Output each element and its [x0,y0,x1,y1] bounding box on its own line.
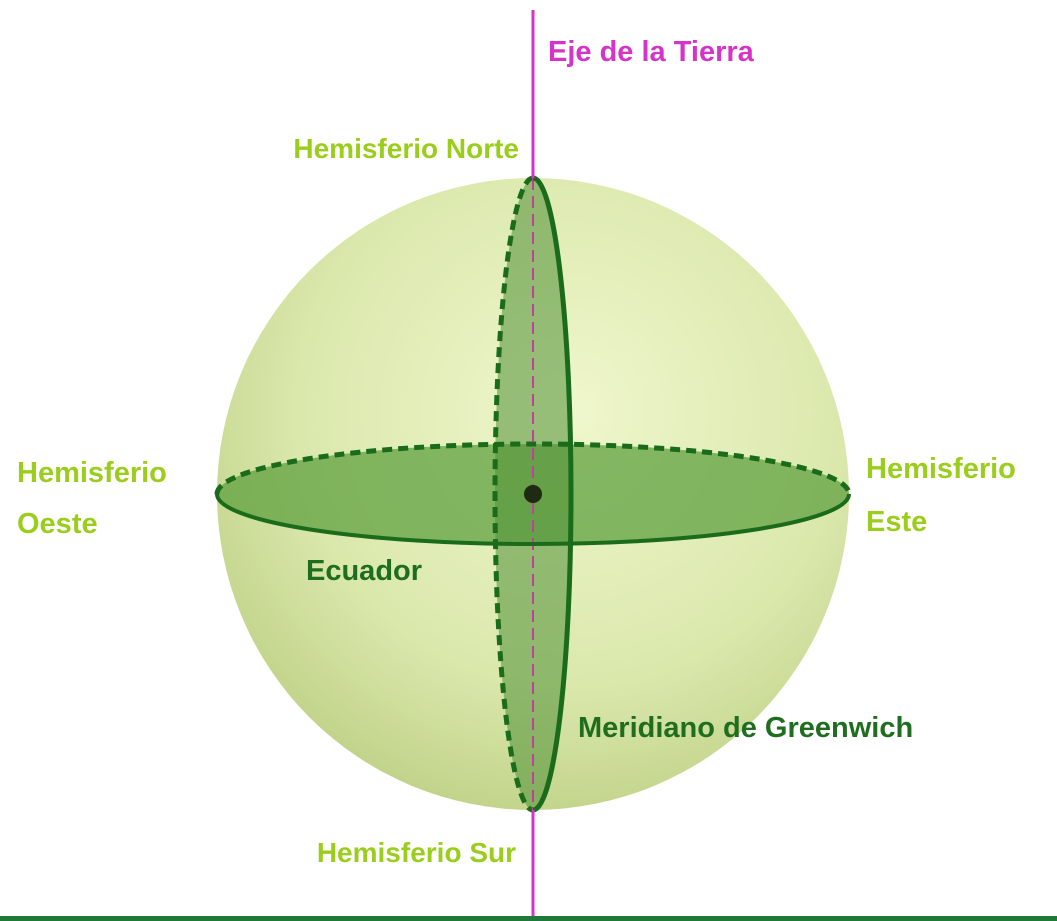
equator-line [215,493,851,546]
equator-hidden-arc [214,441,852,495]
axis-label: Eje de la Tierra [548,36,755,68]
west-hemisphere-label-line2: Oeste [17,508,98,540]
greenwich-meridian-label: Meridiano de Greenwich [578,712,913,744]
earth-center-point [524,485,542,503]
meridian-hidden-arc [492,175,534,813]
east-hemisphere-label-line2: Este [866,506,927,538]
north-hemisphere-label: Hemisferio Norte [293,133,519,164]
bottom-border [0,916,1057,921]
south-hemisphere-label: Hemisferio Sur [317,837,516,868]
meridian-line [532,175,574,813]
east-hemisphere-label-line1: Hemisferio [866,453,1016,485]
west-hemisphere-label-line1: Hemisferio [17,457,167,489]
equator-label: Ecuador [306,555,422,587]
